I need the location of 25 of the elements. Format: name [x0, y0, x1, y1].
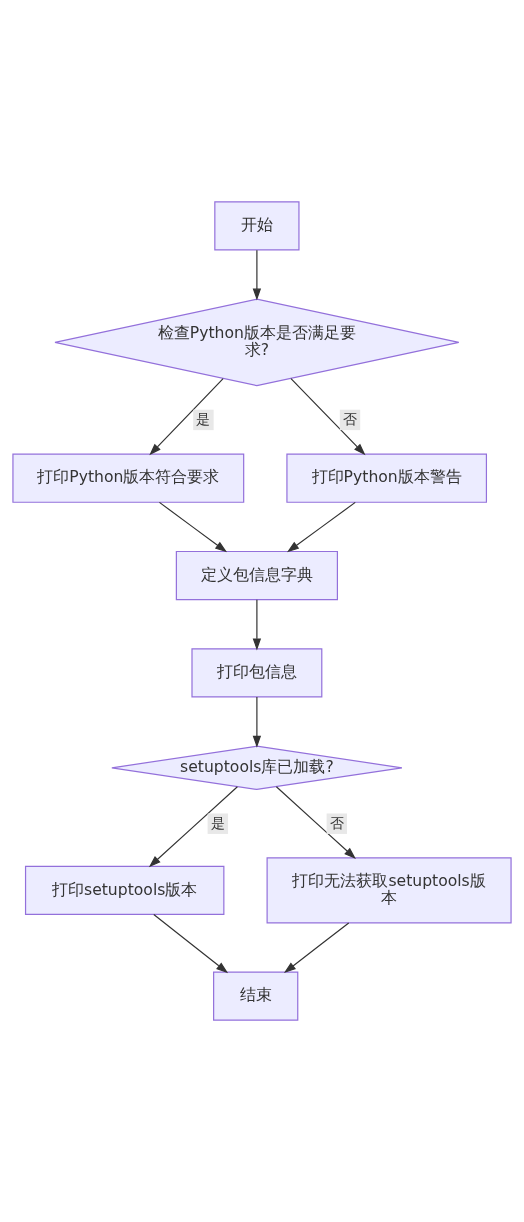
node-box: 打印Python版本警告: [286, 453, 488, 503]
edge-label: 是: [196, 411, 211, 428]
arrow: [153, 913, 229, 974]
arrow: [287, 501, 356, 553]
edge-label: 是: [210, 815, 225, 832]
node-box: 打印包信息: [191, 648, 323, 698]
arrow: [158, 501, 228, 553]
edge-label: 否: [342, 411, 357, 428]
arrow: [149, 378, 224, 456]
arrow: [252, 599, 262, 651]
arrow: [252, 249, 262, 301]
arrow: [148, 786, 238, 868]
node-diamond: setuptools库已加载?: [111, 745, 403, 791]
edge-label: 否: [329, 815, 344, 832]
node-diamond: 检查Python版本是否满足要求?: [54, 298, 460, 387]
node-box: 定义包信息字典: [175, 550, 338, 601]
node-box: 打印Python版本符合要求: [12, 453, 245, 503]
arrow: [290, 378, 366, 456]
node-box: 打印无法获取setuptools版本: [266, 857, 512, 924]
node-box: 打印setuptools版本: [24, 865, 225, 916]
arrow: [252, 696, 262, 748]
arrow: [275, 786, 356, 860]
arrow: [283, 922, 350, 974]
node-box: 开始: [214, 201, 300, 251]
node-box: 结束: [213, 971, 299, 1021]
